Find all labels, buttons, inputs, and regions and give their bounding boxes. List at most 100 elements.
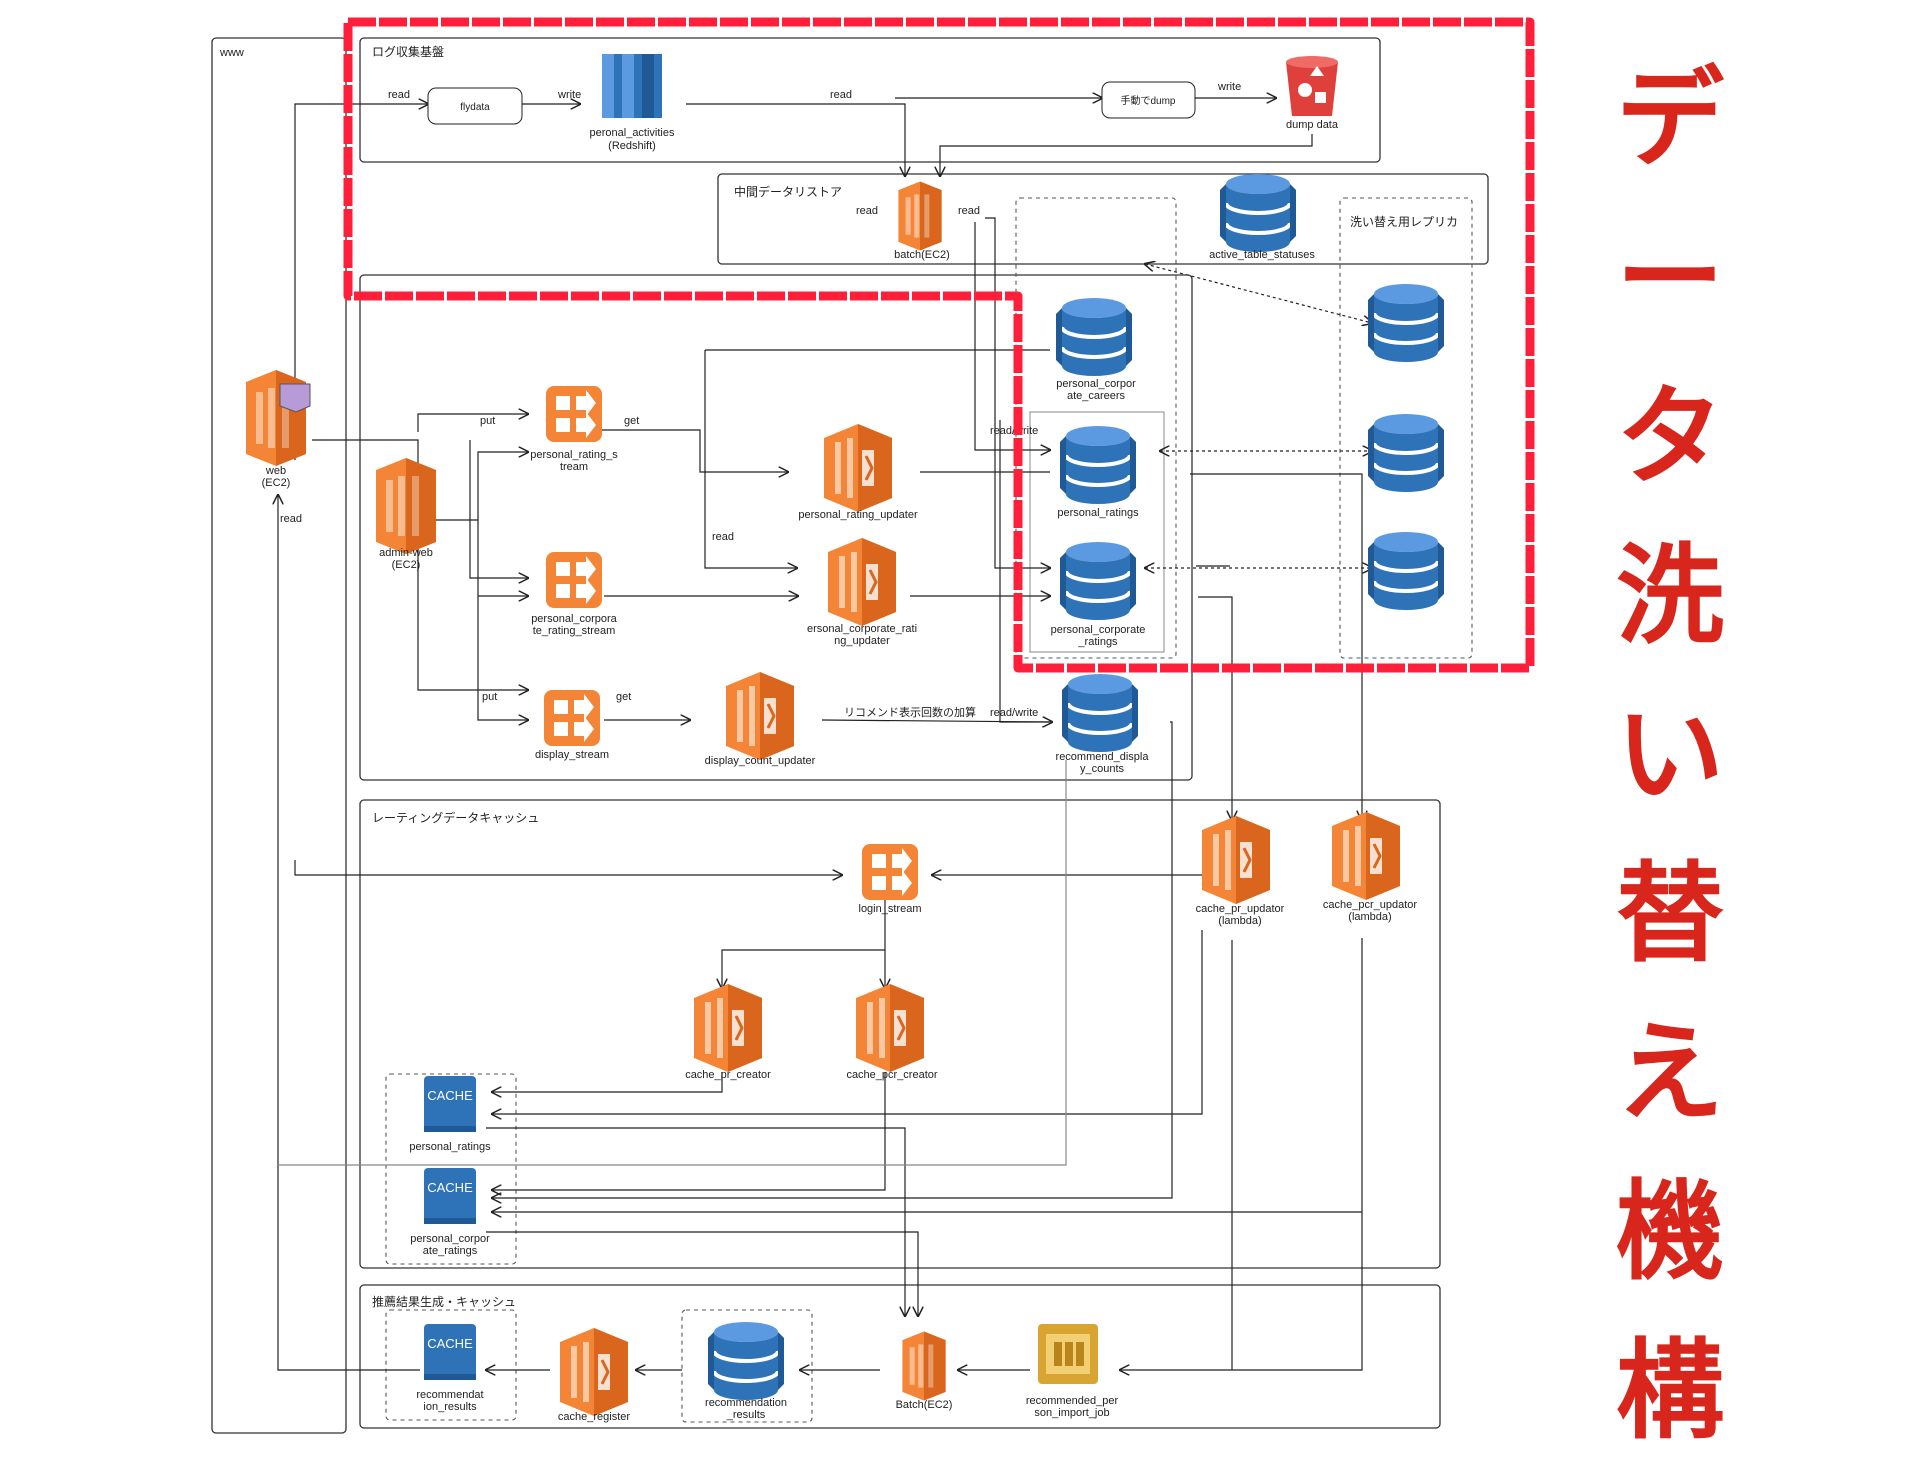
edge-admin-to-pcrs <box>432 519 528 596</box>
edge-label-read4: read <box>958 205 980 217</box>
s3-bucket-icon <box>1286 56 1338 116</box>
rpij-label-1: recommended_per <box>1026 1395 1119 1407</box>
highlight-outline <box>343 17 1535 673</box>
group-title-www: www <box>219 47 244 59</box>
reco-results-dashed-group <box>681 1309 813 1423</box>
cprc-label: cache_pr_creator <box>685 1069 771 1081</box>
edge-web-to-display <box>312 439 528 690</box>
batch1-label: batch(EC2) <box>894 249 950 261</box>
edge-dump-to-batch <box>940 134 1313 176</box>
cache-badge-pr: CACHE <box>427 1088 473 1103</box>
edge-web-to-log <box>294 103 355 460</box>
group-title-mid: 中間データリストア <box>734 184 842 199</box>
edge-read-web <box>278 495 420 1371</box>
replica-pcc-dynamo-icon <box>1366 282 1446 364</box>
side-title-char: 替 <box>1615 852 1724 977</box>
pcc-label-1: personal_corpor <box>1056 378 1136 390</box>
pcr-label-1: personal_corporate <box>1051 624 1146 636</box>
edge-label-write1: write <box>557 89 581 101</box>
admin-label-1: admin-web <box>379 547 433 559</box>
login-label: login_stream <box>859 903 922 915</box>
reco-group-box <box>359 1284 1441 1429</box>
side-title-char: 洗 <box>1615 534 1724 659</box>
batch2-label: Batch(EC2) <box>896 1399 953 1411</box>
cpcru-label-2: (lambda) <box>1348 911 1391 923</box>
group-title-log: ログ収集基盤 <box>372 44 444 59</box>
flydata-node <box>427 87 523 125</box>
edge-batch-to-pr <box>974 222 1050 450</box>
prs-label-1: personal_rating_s <box>530 449 618 461</box>
pcrs-stream-icon <box>546 552 602 608</box>
edge-gray-rdc <box>278 760 1067 1166</box>
edge-pcr-to-cpru <box>1198 596 1232 820</box>
edge-replica-pcc <box>1145 264 1372 323</box>
dcu-lambda-icon <box>724 670 796 762</box>
creg-label: cache_register <box>558 1411 630 1423</box>
admin-label-2: (EC2) <box>392 559 421 571</box>
architecture-canvas: www ログ収集基盤 中間データリストア 洗い替え用レプリカ レーティングデータ… <box>211 17 1724 1454</box>
pcr-label-2: _ratings <box>1077 636 1118 648</box>
cpcru-lambda-icon <box>1330 810 1402 902</box>
replica-pr-dynamo-icon <box>1366 412 1446 494</box>
cache-rr-icon <box>424 1324 476 1380</box>
cprc-lambda-icon <box>692 982 764 1074</box>
group-title-cache: レーティングデータキャッシュ <box>372 810 539 825</box>
replica-dashed-group <box>1339 197 1473 659</box>
cpcru-label-1: cache_pcr_updator <box>1323 899 1418 911</box>
edge-label-get2: get <box>616 691 631 703</box>
edge-label-read3: read <box>856 205 878 217</box>
mid-group-box <box>717 173 1489 265</box>
flydata-label: flydata <box>460 102 490 113</box>
edge-label-read1: read <box>388 89 410 101</box>
dcu-label: display_count_updater <box>705 755 816 767</box>
prs-label-2: tream <box>560 461 588 473</box>
web-label-1: web <box>265 465 286 477</box>
rating-tables-box <box>1029 411 1165 653</box>
edge-label-put2: put <box>482 691 497 703</box>
edge-web-to-pcrs <box>469 440 528 578</box>
edge-label-read6: read <box>280 513 302 525</box>
edge-cache-pr-to-batch <box>486 1127 905 1316</box>
edge-lambda-to-sqs <box>1120 1212 1363 1370</box>
rpij-label-2: son_import_job <box>1034 1407 1109 1419</box>
reco-cache-dashed-group <box>385 1309 517 1421</box>
web-doc-icon <box>279 383 311 413</box>
cache-badge-pcr: CACHE <box>427 1180 473 1195</box>
edge-rdc-to-cache <box>492 721 1173 1198</box>
edge-pr-to-cpcru <box>1190 473 1362 820</box>
edge-admin-to-prs <box>477 452 528 520</box>
side-title: デ ー タ 洗 い 替 え 機 構 <box>1615 40 1725 1471</box>
side-title-char: 構 <box>1615 1329 1724 1454</box>
redshift-icon <box>602 54 662 118</box>
pru-label: personal_rating_updater <box>798 509 918 521</box>
pru-lambda-icon <box>822 422 894 514</box>
display-stream-icon <box>544 690 600 746</box>
edge-put-prs <box>417 414 528 432</box>
side-title-char: 機 <box>1615 1170 1724 1295</box>
log-group-box <box>359 37 1381 163</box>
cache-pr-icon <box>424 1076 476 1132</box>
pcrs-label-1: personal_corpora <box>531 613 617 625</box>
cache-group-box <box>359 799 1441 1269</box>
batch2-ec2-icon <box>902 1331 946 1401</box>
cache-dashed-group <box>385 1073 517 1265</box>
edge-label-reco-add: リコメンド表示回数の加算 <box>844 705 976 719</box>
dump-label: dump data <box>1286 119 1339 131</box>
edge-label-readwrite2: read/write <box>990 707 1038 719</box>
sqs-icon <box>1038 1324 1098 1384</box>
architecture-diagram: www ログ収集基盤 中間データリストア 洗い替え用レプリカ レーティングデータ… <box>211 17 1535 1434</box>
edge-cprc-to-cache <box>492 1072 723 1092</box>
cache-register-lambda-icon <box>558 1326 630 1418</box>
edge-web-to-login <box>294 860 842 875</box>
pcru-label-1: ersonal_corporate_rati <box>807 623 917 635</box>
edge-label-read2: read <box>830 89 852 101</box>
group-title-reco: 推薦結果生成・キャッシュ <box>372 1295 516 1309</box>
group-title-replica: 洗い替え用レプリカ <box>1350 215 1458 229</box>
redshift-label-2: (Redshift) <box>608 140 656 152</box>
side-title-char: い <box>1615 693 1724 818</box>
pcr-dynamo-icon <box>1058 540 1138 622</box>
web-label-2: (EC2) <box>262 477 291 489</box>
manual-dump-label: 手動でdump <box>1120 94 1175 107</box>
cache-pr-label: personal_ratings <box>409 1141 491 1153</box>
cache-badge-rr: CACHE <box>427 1336 473 1351</box>
